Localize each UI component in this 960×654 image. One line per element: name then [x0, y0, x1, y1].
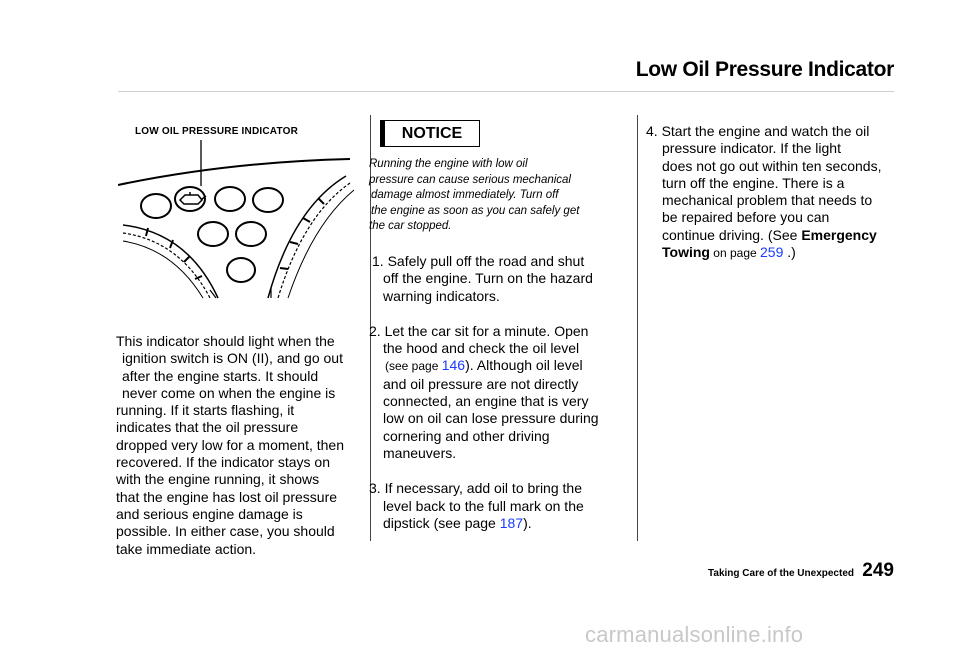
panel-edge: [118, 158, 351, 186]
text-line: does not go out within ten seconds,: [662, 157, 882, 174]
column-divider-right: [637, 115, 638, 541]
text-line: ignition switch is ON (II), and go out: [122, 350, 343, 367]
indicator-lamp: [214, 186, 246, 212]
see-page-text: (see page: [385, 359, 442, 374]
text-line: Towing on page 259 .): [646, 244, 896, 262]
text-line: 2. Let the car sit for a minute. Open: [369, 322, 589, 339]
oil-pressure-lamp: [174, 186, 206, 212]
text-line: 3. If necessary, add oil to bring the: [369, 480, 582, 497]
notice-label: NOTICE: [380, 120, 480, 147]
indicator-lamp: [226, 257, 256, 283]
text-line: and serious engine damage is: [116, 505, 303, 522]
indicator-lamp: [140, 193, 172, 219]
footer-section-title: Taking Care of the Unexpected: [708, 568, 854, 579]
text-line: with the engine running, it shows: [116, 471, 320, 488]
text-line: the engine as soon as you can safely get: [371, 204, 580, 217]
diagram-label: LOW OIL PRESSURE INDICATOR: [135, 126, 298, 137]
text-line: the car stopped.: [369, 220, 452, 232]
text-line: level back to the full mark on the: [383, 497, 584, 514]
towing-label: Towing: [662, 244, 710, 261]
text-line: (see page 146). Although oil level: [369, 357, 631, 375]
text-line: turn off the engine. There is a: [662, 174, 845, 191]
text-fragment: continue driving. (See: [662, 226, 802, 243]
text-line: after the engine starts. It should: [122, 367, 319, 384]
step-4: 4. Start the engine and watch the oil pr…: [646, 123, 896, 262]
intro-paragraph: This indicator should light when the ign…: [116, 333, 366, 558]
indicator-lamp: [252, 187, 284, 213]
text-line: running. If it starts flashing, it: [116, 402, 295, 419]
text-line: damage almost immediately. Turn off: [371, 189, 559, 201]
text-line: off the engine. Turn on the hazard: [383, 270, 593, 287]
step-3: 3. If necessary, add oil to bring the le…: [369, 480, 631, 532]
page-link-187[interactable]: 187: [499, 514, 524, 531]
step-2: 2. Let the car sit for a minute. Open th…: [369, 323, 631, 462]
text-line: recovered. If the indicator stays on: [116, 454, 330, 471]
text-line: 1. Safely pull off the road and shut: [372, 253, 585, 269]
notice-text: Running the engine with low oil pressure…: [369, 157, 631, 235]
text-line: dropped very low for a moment, then: [116, 436, 345, 453]
text-line: never come on when the engine is: [122, 384, 336, 401]
page-link-259[interactable]: 259: [760, 244, 784, 261]
step-1: 1. Safely pull off the road and shut off…: [369, 253, 631, 305]
text-line: Running the engine with low oil: [369, 158, 528, 170]
steps-middle-column: 1. Safely pull off the road and shut off…: [369, 253, 631, 532]
text-line: take immediate action.: [116, 540, 257, 557]
title-divider: [118, 91, 894, 92]
text-fragment: ).: [523, 514, 532, 531]
text-line: connected, an engine that is very: [383, 393, 589, 410]
text-line: mechanical problem that needs to: [662, 192, 873, 209]
column-divider-left: [370, 115, 371, 541]
text-fragment: .): [783, 244, 796, 261]
text-line: continue driving. (See Emergency: [646, 227, 896, 244]
right-gauge: [267, 175, 355, 299]
indicator-lamp: [235, 221, 267, 247]
text-fragment: ). Although oil level: [465, 357, 583, 374]
page-link-146[interactable]: 146: [441, 357, 466, 374]
text-line: cornering and other driving: [383, 427, 550, 444]
page-number: 249: [862, 560, 894, 581]
text-fragment: dipstick (see page: [383, 514, 500, 531]
text-line: possible. In either case, you should: [116, 523, 335, 540]
text-fragment: on page: [709, 246, 760, 261]
indicator-lamp: [197, 221, 229, 247]
text-line: pressure can cause serious mechanical: [369, 173, 571, 186]
text-line: dipstick (see page 187).: [369, 515, 631, 532]
text-line: and oil pressure are not directly: [383, 375, 579, 392]
text-line: 4. Start the engine and watch the oil: [646, 123, 870, 139]
text-line: warning indicators.: [383, 287, 500, 304]
left-gauge: [122, 224, 219, 299]
text-line: the hood and check the oil level: [383, 340, 580, 357]
emergency-label: Emergency: [801, 226, 877, 243]
text-line: indicates that the oil pressure: [116, 419, 299, 436]
text-line: low on oil can lose pressure during: [383, 410, 599, 427]
text-line: maneuvers.: [383, 444, 457, 461]
instrument-cluster-diagram: [118, 140, 355, 299]
text-line: be repaired before you can: [662, 209, 830, 226]
page-title: Low Oil Pressure Indicator: [635, 58, 895, 81]
watermark: carmanualsonline.info: [585, 622, 804, 647]
text-line: This indicator should light when the: [116, 333, 335, 349]
text-line: that the engine has lost oil pressure: [116, 488, 338, 505]
oil-can-icon: [178, 192, 207, 205]
text-line: pressure indicator. If the light: [662, 140, 841, 157]
